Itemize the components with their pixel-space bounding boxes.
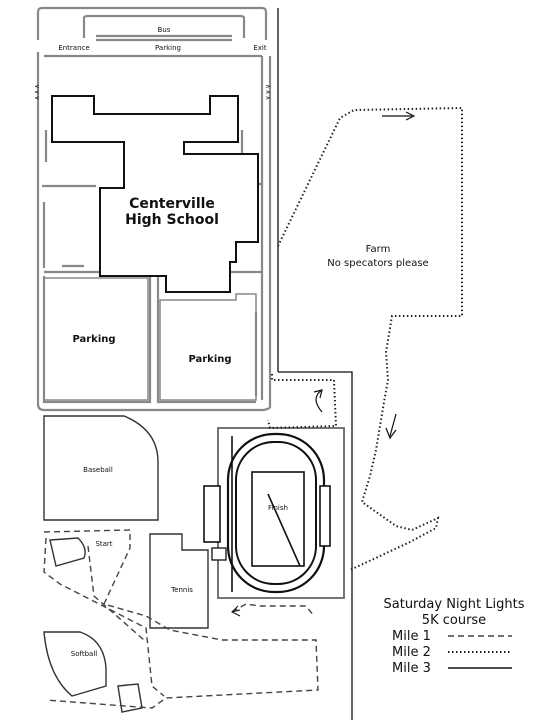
baseball-field <box>43 415 159 521</box>
map-labels: Bus Entrance Parking Exit ∨∨∨ ∧∧∧ Center… <box>33 26 429 658</box>
parking-lot-right <box>159 293 257 401</box>
bleachers-west <box>203 485 221 543</box>
label-softball: Softball <box>71 650 97 658</box>
property-lines <box>277 8 353 720</box>
label-parking-right: Parking <box>188 354 231 365</box>
label-farm-line2: No specators please <box>327 258 428 269</box>
mile-2-route <box>267 106 463 571</box>
track-area <box>203 427 345 599</box>
label-parking-left: Parking <box>72 334 115 345</box>
legend-label-mile-1: Mile 1 <box>392 629 431 644</box>
softball-base <box>117 683 143 713</box>
label-farm-line1: Farm <box>366 244 391 255</box>
label-tennis: Tennis <box>170 586 193 594</box>
label-entrance: Entrance <box>58 44 89 52</box>
parking-lot-left <box>43 277 149 401</box>
legend-label-mile-2: Mile 2 <box>392 645 431 660</box>
mile-1-route <box>43 529 319 709</box>
tennis-courts <box>149 533 209 629</box>
arrow-right-icon <box>405 111 416 121</box>
label-parking-top: Parking <box>155 44 181 52</box>
legend-label-mile-3: Mile 3 <box>392 661 431 676</box>
legend-title-line1: Saturday Night Lights <box>384 597 525 612</box>
legend: Saturday Night Lights 5K course Mile 1 M… <box>384 597 525 676</box>
label-exit: Exit <box>253 44 267 52</box>
entrance-arrows: ∨∨∨ <box>33 84 41 101</box>
legend-title-line2: 5K course <box>422 613 486 628</box>
arrow-curved-icon <box>313 389 323 399</box>
bleachers-east <box>319 485 331 547</box>
label-finish: Finish <box>268 504 288 512</box>
softball-field <box>43 631 107 697</box>
exit-arrows: ∧∧∧ <box>264 84 272 101</box>
high-school-building <box>51 95 259 293</box>
mile-3-route <box>231 436 301 592</box>
label-start: Start <box>95 540 112 548</box>
label-baseball: Baseball <box>83 466 113 474</box>
arrow-left-icon <box>231 605 241 617</box>
start-field <box>49 537 86 567</box>
label-bus: Bus <box>158 26 171 34</box>
label-school-line2: High School <box>125 212 219 228</box>
direction-arrows <box>231 111 416 617</box>
arrow-down-icon <box>385 427 397 440</box>
track-infield <box>251 471 305 567</box>
label-school-line1: Centerville <box>129 196 215 212</box>
